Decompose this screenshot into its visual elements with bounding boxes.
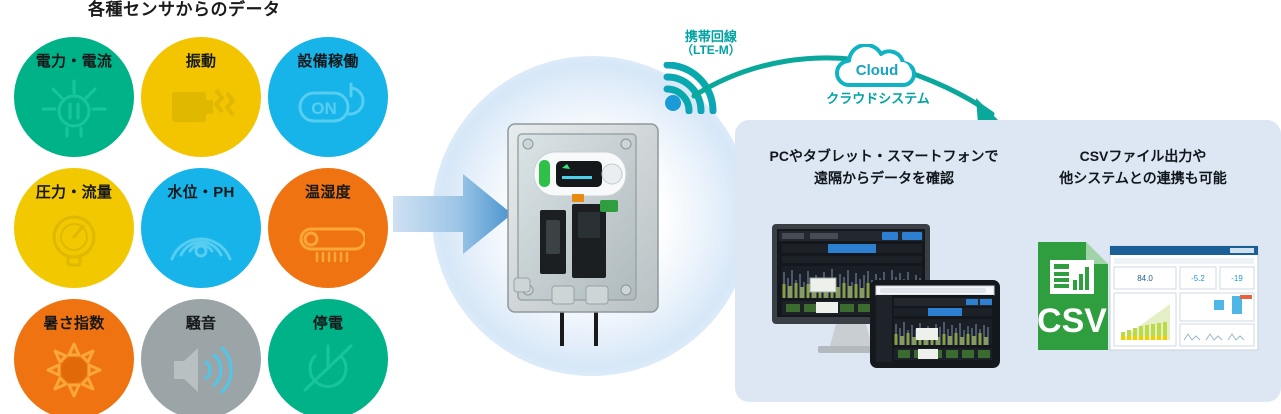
sensor-circle-8[interactable]: 停電 (268, 299, 388, 414)
cloud-icon: Cloud (835, 44, 916, 87)
csv-caption-line1: CSVファイル出力や (1079, 148, 1207, 164)
csv-export-column: CSVファイル出力や 他システムとの連携も可能 (1019, 146, 1267, 189)
flow-arrow-right-icon (393, 174, 512, 254)
sensor-circle-7[interactable]: 騒音 (141, 299, 261, 414)
cloud-caption: クラウドシステム (826, 91, 930, 106)
sensor-label-7: 騒音 (185, 315, 217, 332)
monitor-and-tablet-mockup (772, 224, 1000, 368)
speaker-noise-icon (174, 346, 233, 394)
remote-access-column: PCやタブレット・スマートフォンで 遠隔からデータを確認 (753, 146, 1015, 189)
sun-heat-icon (46, 342, 102, 398)
lte-label-line1: 携帯回線 (684, 29, 737, 44)
electric-current-icon (41, 79, 107, 138)
sensor-label-5: 温湿度 (305, 184, 351, 201)
remote-caption-line2: 遠隔からデータを確認 (814, 169, 954, 186)
sensor-circle-6[interactable]: 暑さ指数 (14, 299, 134, 414)
lte-label-line2: （LTE-M） (681, 43, 741, 58)
remote-caption-line1: PCやタブレット・スマートフォンで (769, 148, 999, 164)
sensors-section-title: 各種センサからのデータ (88, 0, 281, 19)
power-outage-icon (303, 344, 353, 392)
sensor-label-1: 振動 (185, 53, 217, 70)
water-level-icon (170, 237, 232, 261)
sensor-circle-4[interactable]: 水位・PH (141, 168, 261, 288)
sensor-circle-5[interactable]: 温湿度 (268, 168, 388, 288)
sensor-circle-0[interactable]: 電力・電流 (14, 37, 134, 157)
power-toggle-on-icon: ON (298, 82, 365, 123)
lte-label: 携帯回線 （LTE-M） (681, 29, 741, 58)
svg-text:-5.2: -5.2 (1191, 274, 1205, 283)
csv-export-mockup: 84.0 -5.2 -19 (1037, 242, 1259, 351)
sensor-label-4: 水位・PH (167, 184, 235, 201)
cloud-badge-label: Cloud (856, 62, 899, 79)
sensor-label-2: 設備稼働 (297, 53, 359, 70)
sensor-label-8: 停電 (312, 315, 344, 332)
sensor-circle-3[interactable]: 圧力・流量 (14, 168, 134, 288)
csv-badge-label: CSV (1037, 302, 1107, 340)
svg-text:84.0: 84.0 (1137, 274, 1153, 283)
iot-gateway-device (507, 123, 659, 346)
pressure-gauge-icon (52, 215, 96, 267)
csv-caption-line2: 他システムとの連携も可能 (1059, 169, 1227, 186)
sensor-circle-2[interactable]: 設備稼働 ON (268, 37, 388, 157)
vibration-motor-icon (172, 88, 235, 122)
thermometer-icon (299, 227, 365, 263)
svg-text:-19: -19 (1231, 274, 1243, 283)
sensor-label-3: 圧力・流量 (35, 184, 113, 201)
sensor-label-6: 暑さ指数 (43, 315, 105, 332)
sensor-circle-1[interactable]: 振動 (141, 37, 261, 157)
sensor-label-0: 電力・電流 (35, 53, 113, 70)
svg-text:ON: ON (311, 99, 337, 118)
wifi-signal-icon (663, 62, 717, 114)
